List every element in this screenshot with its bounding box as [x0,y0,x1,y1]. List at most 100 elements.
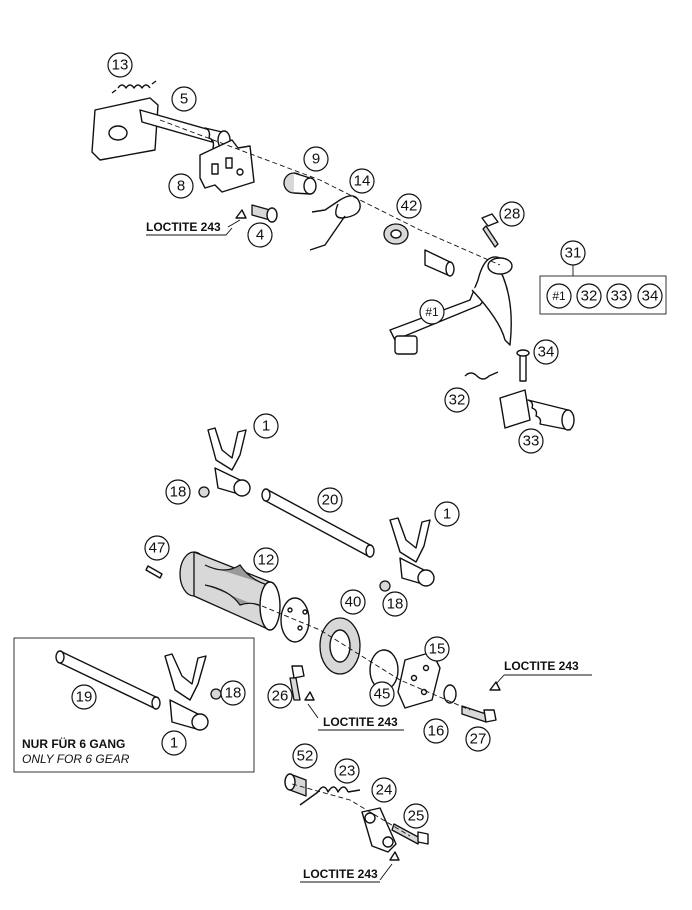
callout-kit-32: 32 [576,283,602,309]
svg-text:20: 20 [322,492,339,509]
bolt-28 [481,213,499,248]
bolt-26 [289,665,315,701]
callout-45: 45 [369,681,395,707]
foot-peg-33 [499,389,575,431]
svg-text:27: 27 [470,731,487,748]
rail-19 [55,650,161,710]
callout-23: 23 [334,758,360,784]
bolt-25 [389,823,429,861]
callout-28: 28 [499,201,525,227]
callout-lever-1: #1 [419,299,445,325]
callout-19: 19 [71,684,97,710]
spring-13 [111,80,157,94]
svg-text:45: 45 [374,686,391,703]
bolt-27 [461,681,501,723]
bearing-42 [383,223,409,245]
svg-text:33: 33 [523,433,540,450]
shift-fork-1-b [389,517,435,587]
callout-24: 24 [371,777,397,803]
svg-text:28: 28 [504,206,521,223]
detent-lever-24 [361,807,397,853]
pin-47 [145,565,163,579]
svg-text:1: 1 [262,418,270,435]
svg-text:15: 15 [429,641,446,658]
callout-kit-34: 34 [637,283,663,309]
svg-text:1: 1 [170,735,178,752]
callout-25: 25 [403,803,429,829]
inset-box [13,637,255,773]
leader-loctite-1 [227,219,241,228]
callout-34: 34 [533,339,559,365]
callout-15: 15 [424,636,450,662]
callout-fork-1-a: 1 [253,413,279,439]
callout-14: 14 [349,168,375,194]
shift-plate-8 [199,139,255,193]
svg-text:13: 13 [112,57,129,74]
callout-20: 20 [317,487,343,513]
svg-text:42: 42 [401,198,418,215]
svg-text:31: 31 [565,245,582,262]
svg-text:#1: #1 [425,305,439,319]
svg-text:32: 32 [449,392,466,409]
roller-18-b [379,580,391,592]
svg-text:33: 33 [611,288,628,305]
callout-18-c: 18 [220,680,246,706]
roller-18-a [198,486,210,498]
callout-5: 5 [171,86,197,112]
callout-32: 32 [444,387,470,413]
inset-label-en: ONLY FOR 6 GEAR [22,752,130,766]
callout-27: 27 [465,726,491,752]
svg-text:8: 8 [177,178,185,195]
svg-text:18: 18 [225,685,242,702]
svg-text:40: 40 [345,594,362,611]
svg-text:23: 23 [339,763,356,780]
svg-text:34: 34 [642,288,659,305]
kit-box-31 [539,275,667,315]
callout-4: 4 [247,222,273,248]
loctite-note-1: LOCTITE 243 [146,220,221,234]
loctite-note-4: LOCTITE 243 [303,867,378,881]
axis-line [159,119,501,266]
svg-text:19: 19 [76,689,93,706]
bushing-9 [283,172,317,195]
callout-40: 40 [340,589,366,615]
bolt-4 [235,204,278,223]
shift-fork-1-a [207,427,251,497]
sleeve [424,249,455,277]
callout-9: 9 [303,146,329,172]
callout-26: 26 [267,683,293,709]
svg-text:32: 32 [581,288,598,305]
inset-label-de: NUR FÜR 6 GANG [22,736,125,751]
pin-34 [516,349,530,382]
svg-text:9: 9 [312,151,320,168]
torsion-spring-14 [309,195,361,251]
svg-text:1: 1 [443,506,451,523]
loctite-note-2: LOCTITE 243 [504,659,579,673]
svg-text:24: 24 [376,782,393,799]
svg-text:12: 12 [258,552,275,569]
callout-47: 47 [144,535,170,561]
svg-text:5: 5 [180,91,188,108]
sleeve-52 [284,773,307,797]
washer-16 [443,684,457,704]
svg-text:47: 47 [149,540,166,557]
callout-18-b: 18 [382,591,408,617]
svg-text:#1: #1 [552,289,566,303]
svg-text:26: 26 [272,688,289,705]
shift-drum-12 [179,551,310,643]
callout-13: 13 [107,52,133,78]
loctite-note-3: LOCTITE 243 [323,715,398,729]
spring-23 [299,786,361,806]
bearing-40 [319,617,361,675]
callout-16: 16 [423,718,449,744]
callout-kit-1: #1 [546,283,572,309]
callout-33: 33 [518,428,544,454]
axis-line-2 [261,605,471,711]
svg-text:34: 34 [538,344,555,361]
spring-32 [464,371,499,380]
shift-lever-1 [389,256,513,355]
shift-fork-1-c [164,653,209,731]
svg-text:25: 25 [408,808,425,825]
callout-fork-1-b: 1 [434,501,460,527]
